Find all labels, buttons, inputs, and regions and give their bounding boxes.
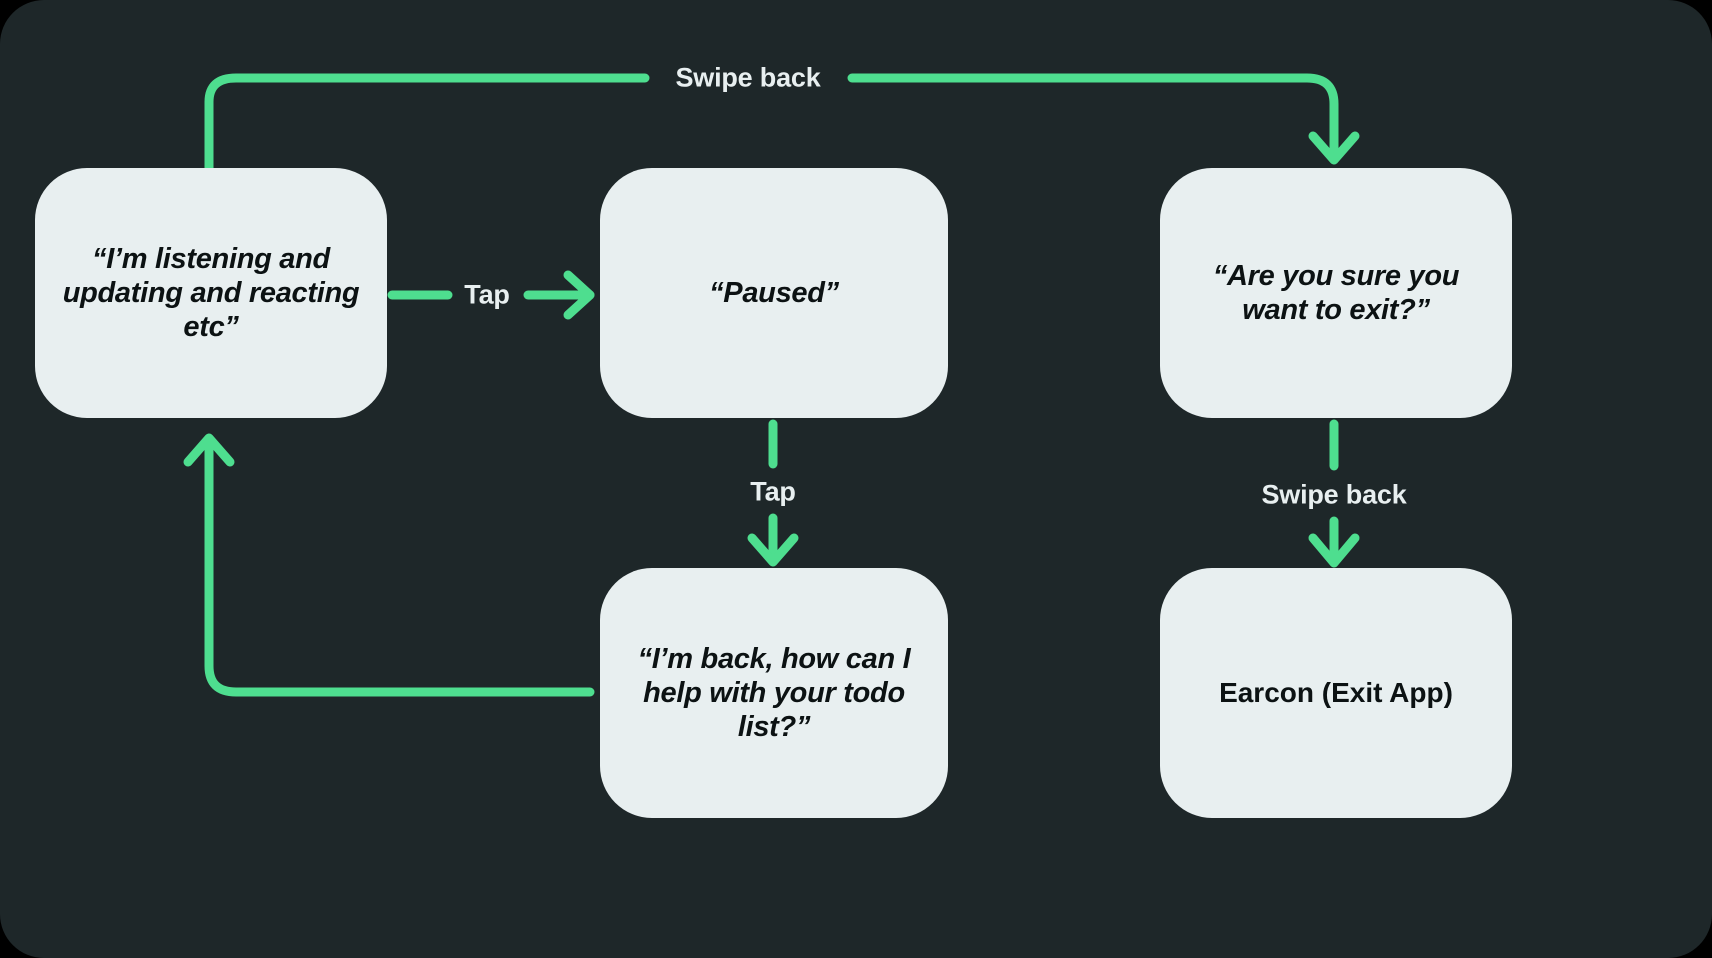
- node-earcon-label: Earcon (Exit App): [1219, 677, 1453, 709]
- edge-label-swipe-back-top: Swipe back: [675, 62, 821, 93]
- edge-swipe-back-top-arrowhead: [1308, 131, 1360, 165]
- edge-label-swipe-back-vertical: Swipe back: [1261, 479, 1407, 510]
- node-earcon[interactable]: Earcon (Exit App): [1160, 568, 1512, 818]
- node-confirm-exit-label: “Are you sure you want to exit?”: [1212, 259, 1460, 326]
- node-paused-label: “Paused”: [709, 276, 839, 309]
- edge-label-tap-vertical: Tap: [750, 476, 796, 507]
- edge-swipe-back-vertical-arrowhead: [1308, 533, 1360, 568]
- edge-return-loop: [204, 439, 595, 697]
- edge-tap-horizontal-arrowhead: [563, 270, 595, 320]
- node-im-back[interactable]: “I’m back, how can I help with your todo…: [600, 568, 948, 818]
- node-listening[interactable]: “I’m listening and updating and reacting…: [35, 168, 387, 418]
- edge-swipe-back-top-right-segment: [847, 73, 1339, 157]
- node-im-back-label: “I’m back, how can I help with your todo…: [637, 642, 911, 744]
- node-listening-label: “I’m listening and updating and reacting…: [62, 242, 360, 344]
- edge-tap-vertical-arrowhead: [747, 533, 799, 567]
- node-paused[interactable]: “Paused”: [600, 168, 948, 418]
- node-confirm-exit[interactable]: “Are you sure you want to exit?”: [1160, 168, 1512, 418]
- edge-label-tap-horizontal: Tap: [464, 279, 510, 310]
- edge-swipe-back-top-left-segment: [204, 73, 650, 173]
- edge-return-loop-arrowhead: [183, 433, 235, 467]
